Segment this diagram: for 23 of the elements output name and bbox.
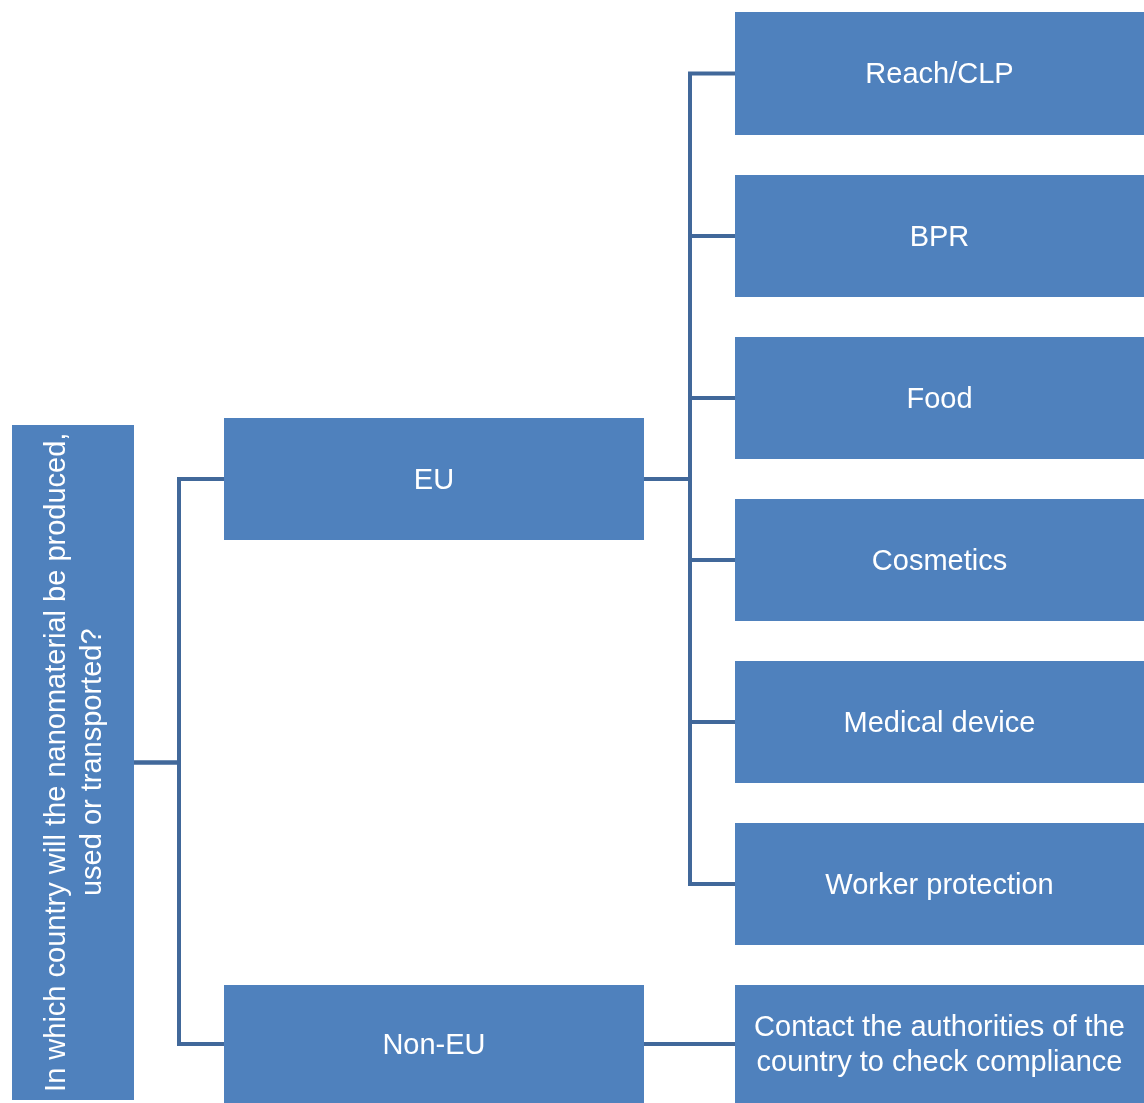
box-label: Contact the authorities of the country to check compliance [753, 1009, 1126, 1079]
connector-line [644, 477, 735, 886]
box-label: Medical device [842, 704, 1037, 740]
category-box [12, 425, 134, 1100]
category-box [735, 661, 1144, 783]
box-label: Worker protection [824, 866, 1055, 902]
box-label: Non-EU [381, 1026, 487, 1062]
category-box [735, 499, 1144, 621]
question-text: In which country will the nanomaterial be produced, used or transported? [37, 431, 108, 1095]
box-label: Reach/CLP [864, 56, 1015, 91]
category-box [735, 985, 1144, 1103]
category-box [735, 175, 1144, 297]
box-label: Cosmetics [870, 542, 1009, 578]
box-label: Food [905, 380, 974, 416]
category-box [735, 337, 1144, 459]
connector-line [134, 760, 224, 1046]
category-box [224, 418, 644, 540]
category-box [224, 985, 644, 1103]
box-label: BPR [908, 218, 971, 254]
box-label: EU [412, 461, 456, 497]
category-box [735, 823, 1144, 945]
category-box [735, 12, 1144, 135]
connector-line [644, 1042, 735, 1046]
